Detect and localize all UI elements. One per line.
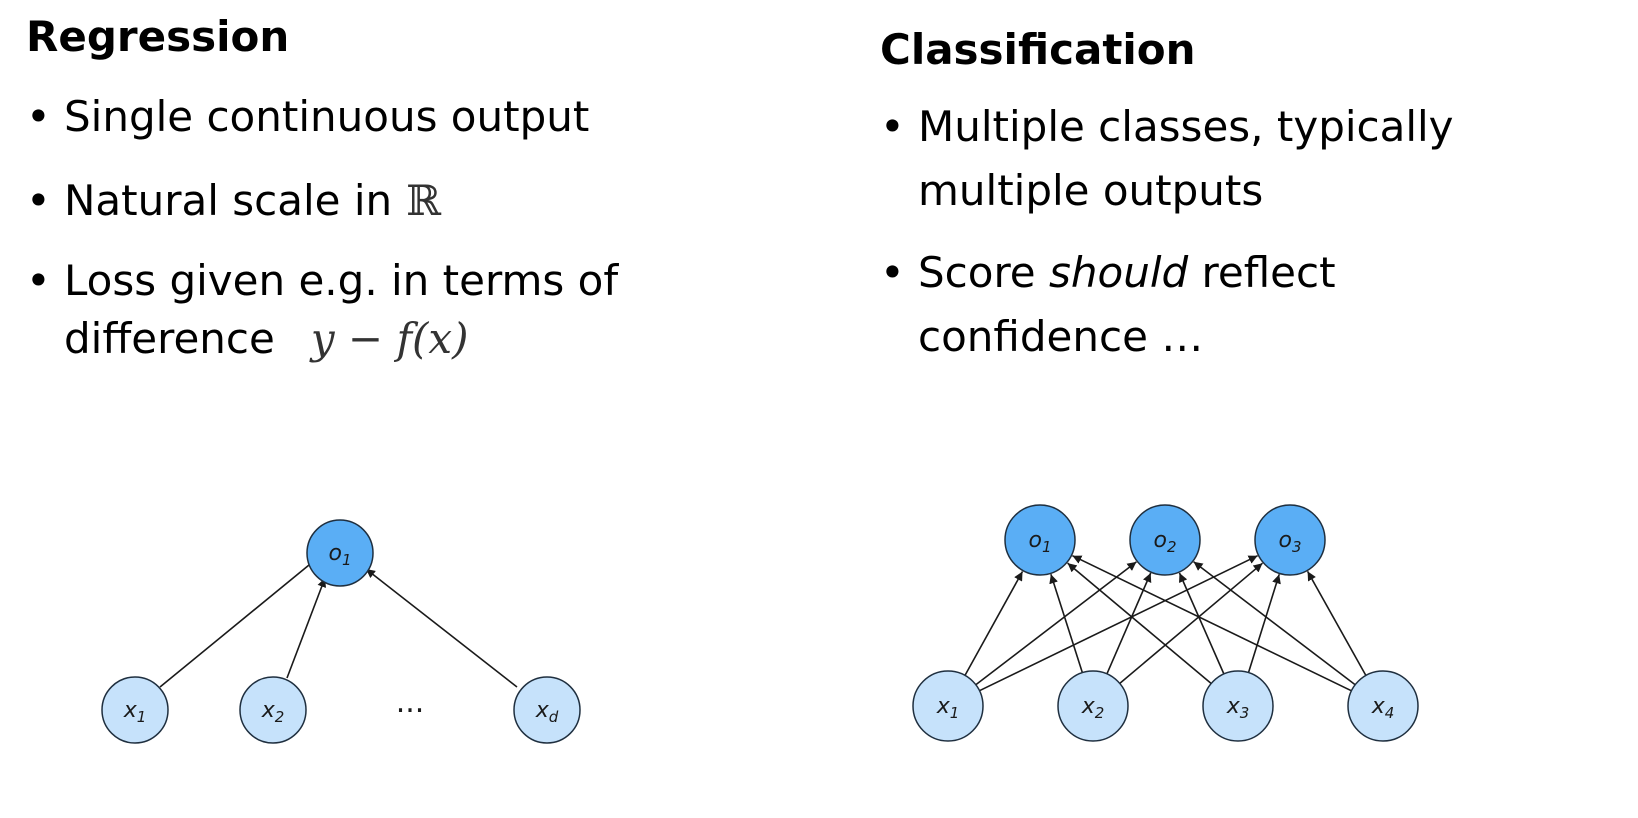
co3-main: o [1278, 528, 1291, 553]
svg-text:xd: xd [535, 698, 559, 726]
classification-bullet-2-emphasis: should [1049, 248, 1189, 297]
cx4-main: x [1371, 694, 1386, 719]
x2-sub: 2 [275, 708, 285, 726]
loss-difference-formula: y − f(x) [310, 314, 469, 363]
edge-x2-o2 [1106, 572, 1152, 675]
co1-sub: 1 [1042, 538, 1052, 556]
cx3-main: x [1226, 694, 1241, 719]
classification-bullet-1-line2: multiple outputs [918, 166, 1264, 215]
edge-x2-o1 [1049, 574, 1084, 673]
edge-x4-o1 [1072, 554, 1352, 692]
xd-main: x [535, 698, 550, 723]
edge-x4-o3 [1306, 571, 1367, 676]
classification-network: o1 o2 o3 x1 x2 x3 x4 [912, 504, 1419, 742]
classification-output-node-o3: o3 [1254, 504, 1326, 576]
classification-bullet-1-line1: Multiple classes, typically [918, 102, 1454, 151]
svg-text:x2: x2 [261, 698, 285, 726]
cx1-sub: 1 [950, 704, 960, 722]
regression-bullet-3-line2: difference [64, 314, 275, 363]
regression-title: Regression [26, 12, 290, 61]
classification-title: Classification [880, 25, 1196, 74]
edge-xd-o1 [365, 568, 518, 688]
regression-network: o1 x1 x2 ... xd [101, 519, 581, 744]
edge-x3-o2 [1178, 572, 1225, 675]
regression-bullet-3: Loss given e.g. in terms of difference y −… [26, 252, 618, 368]
cx2-sub: 2 [1095, 704, 1105, 722]
classification-input-node-x4: x4 [1347, 670, 1419, 742]
svg-text:x4: x4 [1371, 694, 1395, 722]
svg-text:o2: o2 [1153, 528, 1176, 556]
regression-bullet-1-text: Single continuous output [64, 92, 590, 141]
co2-main: o [1153, 528, 1166, 553]
co3-sub: 3 [1292, 538, 1302, 556]
svg-text:x2: x2 [1081, 694, 1105, 722]
cx4-sub: 4 [1385, 704, 1395, 722]
cx3-sub: 3 [1240, 704, 1250, 722]
classification-edges [964, 554, 1367, 692]
classification-bullet-2: Score should reflect confidence … [880, 241, 1454, 369]
x1-main: x [123, 698, 138, 723]
regression-bullet-3-line1: Loss given e.g. in terms of [64, 256, 619, 305]
edge-x1-o1 [159, 555, 321, 688]
co2-sub: 2 [1167, 538, 1177, 556]
o1-main: o [328, 541, 341, 566]
regression-bullet-2: Natural scale in ℝ [26, 168, 618, 234]
svg-text:x1: x1 [936, 694, 960, 722]
regression-edges [159, 555, 518, 688]
co1-main: o [1028, 528, 1041, 553]
x1-sub: 1 [137, 708, 147, 726]
classification-bullet-1: Multiple classes, typically multiple outp… [880, 95, 1454, 223]
classification-bullet-2-line2: confidence … [918, 312, 1204, 361]
cx1-main: x [936, 694, 951, 719]
regression-bullet-list: Single continuous output Natural scale i… [26, 84, 618, 386]
classification-bullet-2-post: reflect [1201, 248, 1336, 297]
edge-x2-o1 [286, 577, 327, 679]
classification-bullet-list: Multiple classes, typically multiple outp… [880, 95, 1454, 387]
regression-input-node-x1: x1 [101, 676, 169, 744]
svg-text:x3: x3 [1226, 694, 1250, 722]
edge-x2-o3 [1119, 562, 1264, 685]
svg-text:o3: o3 [1278, 528, 1301, 556]
classification-bullet-2-pre: Score [918, 248, 1036, 297]
edge-x4-o2 [1193, 561, 1356, 686]
regression-bullet-2-text: Natural scale in [64, 176, 393, 225]
regression-input-node-x2: x2 [239, 676, 307, 744]
edge-x3-o3 [1247, 574, 1281, 673]
classification-output-node-o2: o2 [1129, 504, 1201, 576]
real-numbers-symbol: ℝ [406, 176, 442, 225]
edge-x1-o2 [975, 561, 1137, 686]
edge-x1-o3 [979, 554, 1258, 692]
svg-text:x1: x1 [123, 698, 147, 726]
classification-input-node-x1: x1 [912, 670, 984, 742]
x2-main: x [261, 698, 276, 723]
regression-bullet-1: Single continuous output [26, 84, 618, 150]
classification-input-node-x3: x3 [1202, 670, 1274, 742]
classification-output-node-o1: o1 [1004, 504, 1076, 576]
regression-input-node-xd: xd [513, 676, 581, 744]
svg-text:o1: o1 [328, 541, 351, 569]
cx2-main: x [1081, 694, 1096, 719]
edge-x1-o1 [964, 571, 1024, 676]
svg-text:o1: o1 [1028, 528, 1051, 556]
edge-x3-o1 [1067, 562, 1212, 685]
classification-input-node-x2: x2 [1057, 670, 1129, 742]
xd-sub: d [549, 708, 559, 726]
regression-output-node-o1: o1 [306, 519, 374, 587]
o1-sub: 1 [342, 551, 352, 569]
regression-ellipsis: ... [396, 685, 425, 720]
